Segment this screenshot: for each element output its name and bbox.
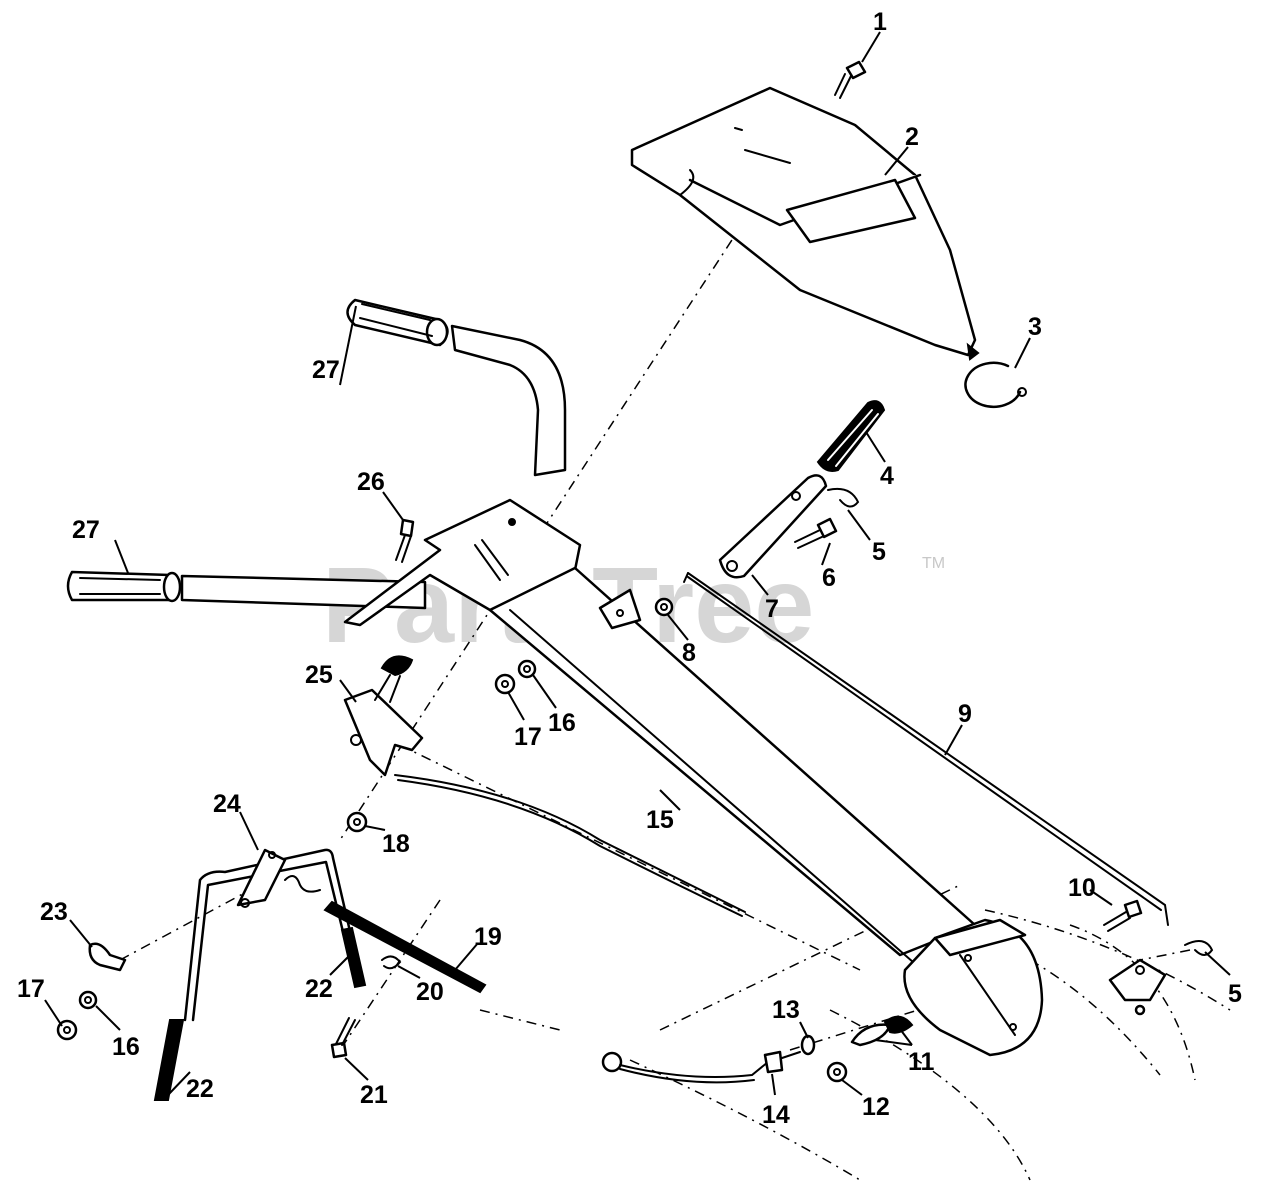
callout-11: 11: [908, 1048, 935, 1076]
part-16-washer-upper: [517, 659, 537, 679]
part-5-hairpin-lower: [1184, 940, 1214, 956]
part-22-sleeve-right: [340, 926, 367, 989]
callout-9: 9: [958, 700, 972, 728]
callouts: 1 2 3 4 5 6 7 8 9 5 10 11 12 13 14 15 16…: [17, 8, 1242, 1129]
part-16-washer-lower: [78, 990, 98, 1010]
callout-23: 23: [40, 898, 68, 926]
callout-24: 24: [213, 790, 241, 818]
callout-26: 26: [357, 468, 385, 496]
part-22-sleeve-left: [153, 1019, 185, 1101]
part-7-pedal-arm: [718, 474, 828, 579]
part-20-clip: [381, 955, 402, 970]
part-1-screw: [834, 60, 867, 99]
part-5-hairpin-upper: [827, 487, 860, 508]
part-17-washer-upper: [494, 673, 516, 695]
callout-5-lower: 5: [1228, 980, 1242, 1008]
callout-22-upper: 22: [305, 975, 333, 1003]
part-6-bolt: [794, 517, 838, 549]
callout-10: 10: [1068, 874, 1096, 902]
part-23-clip: [88, 942, 127, 972]
callout-18: 18: [382, 830, 410, 858]
callout-8: 8: [682, 639, 696, 667]
callout-27-upper: 27: [312, 356, 340, 384]
callout-2: 2: [905, 123, 919, 151]
part-12-nut: [826, 1061, 848, 1083]
control-cable: [394, 774, 746, 917]
part-27-upper-grip: [346, 298, 449, 347]
part-2-console-cover: [630, 86, 980, 361]
callout-15: 15: [646, 806, 674, 834]
part-14-shift-lever: [601, 1050, 801, 1084]
callout-20: 20: [416, 978, 444, 1006]
callout-16-upper: 16: [548, 709, 576, 737]
callout-17-lower: 17: [17, 975, 45, 1003]
handle-base-plate: [903, 918, 1044, 1057]
callout-3: 3: [1028, 313, 1042, 341]
part-18-nut: [346, 811, 368, 833]
part-4-pedal-grip: [816, 400, 886, 472]
part-10-bolt: [1103, 899, 1143, 932]
callout-27-lower: 27: [72, 516, 100, 544]
part-27-lower-grip: [66, 570, 182, 603]
watermark-trademark: TM: [922, 555, 945, 572]
callout-25: 25: [305, 661, 333, 689]
callout-6: 6: [822, 564, 836, 592]
part-26-bolt: [395, 518, 415, 563]
part-11-cam: [850, 1015, 914, 1047]
callout-5-upper: 5: [872, 538, 886, 566]
part-25-control-bracket: [343, 655, 424, 777]
callout-22-lower: 22: [186, 1075, 214, 1103]
part-19-threaded-rod: [284, 875, 487, 994]
callout-19: 19: [474, 923, 502, 951]
callout-21: 21: [360, 1081, 388, 1109]
part-24-lever: [183, 848, 354, 1022]
callout-16-lower: 16: [112, 1033, 140, 1061]
callout-4: 4: [880, 462, 894, 490]
pivot-bracket: [1108, 958, 1167, 1016]
part-21-bolt: [330, 1017, 356, 1059]
callout-1: 1: [873, 8, 887, 36]
part-13-washer: [800, 1034, 816, 1056]
handlebar-upper: [450, 324, 567, 477]
handlebar-lower: [180, 574, 427, 610]
part-9-rod: [683, 572, 1169, 926]
part-3-ring-clip: [964, 361, 1027, 409]
callout-14: 14: [762, 1101, 790, 1129]
callout-7: 7: [765, 595, 779, 623]
callout-12: 12: [862, 1093, 890, 1121]
part-8-spacer: [654, 597, 674, 617]
callout-17-upper: 17: [514, 723, 542, 751]
leader-lines: [44, 31, 1231, 1096]
callout-13: 13: [772, 996, 800, 1024]
